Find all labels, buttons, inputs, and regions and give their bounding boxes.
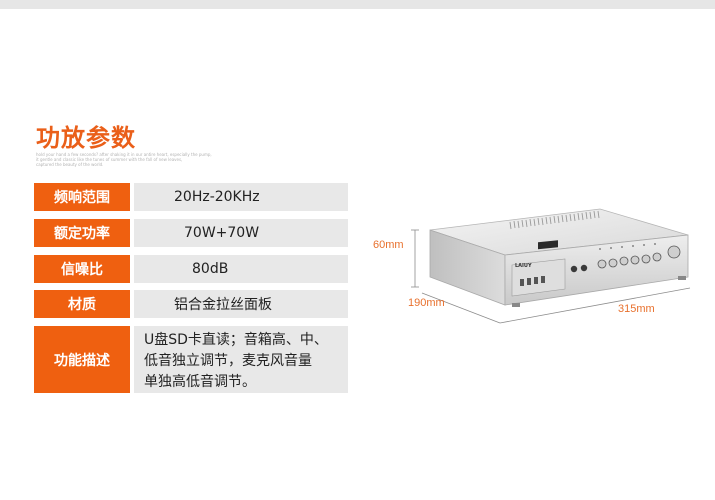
tagline-line: hold your hand a few seconds? after shak… (36, 152, 212, 157)
feature-line: 单独高低音调节。 (144, 374, 256, 390)
spec-row-frequency: 频响范围 20Hz-20KHz (34, 183, 348, 211)
spec-row-material: 材质 铝合金拉丝面板 (34, 290, 348, 318)
tagline-text: hold your hand a few seconds? after shak… (36, 152, 236, 167)
tagline-line: captured the beauty of the world. (36, 162, 104, 167)
brand-logo: LAIUY (515, 263, 532, 269)
spec-label: 材质 (34, 290, 130, 318)
spec-row-snr: 信噪比 80dB (34, 255, 348, 283)
spec-label: 信噪比 (34, 255, 130, 283)
dimension-height-label: 60mm (373, 239, 404, 251)
dimension-width-label: 315mm (618, 303, 655, 315)
spec-label: 功能描述 (34, 326, 130, 393)
spec-value: 铝合金拉丝面板 (134, 290, 348, 318)
section-heading: 功放参数 (36, 124, 136, 152)
spec-value-multiline: U盘SD卡直读；音箱高、中、 低音独立调节，麦克风音量 单独高低音调节。 (134, 326, 348, 393)
spec-row-features: 功能描述 U盘SD卡直读；音箱高、中、 低音独立调节，麦克风音量 单独高低音调节… (34, 326, 348, 393)
dimension-depth-label: 190mm (408, 297, 445, 309)
spec-label: 频响范围 (34, 183, 130, 211)
tagline-line: it gentle and classic like the tunes of … (36, 157, 183, 162)
feature-line: 低音独立调节，麦克风音量 (144, 353, 312, 369)
spec-value: 80dB (134, 255, 348, 283)
spec-value: 20Hz-20KHz (134, 183, 348, 211)
top-divider-bar (0, 0, 715, 9)
dimension-lines (411, 229, 691, 324)
spec-label: 额定功率 (34, 219, 130, 247)
spec-row-power: 额定功率 70W+70W (34, 219, 348, 247)
feature-line: U盘SD卡直读；音箱高、中、 (144, 332, 328, 348)
amplifier-product-image: LAIUY (411, 208, 691, 324)
spec-value: 70W+70W (134, 219, 348, 247)
